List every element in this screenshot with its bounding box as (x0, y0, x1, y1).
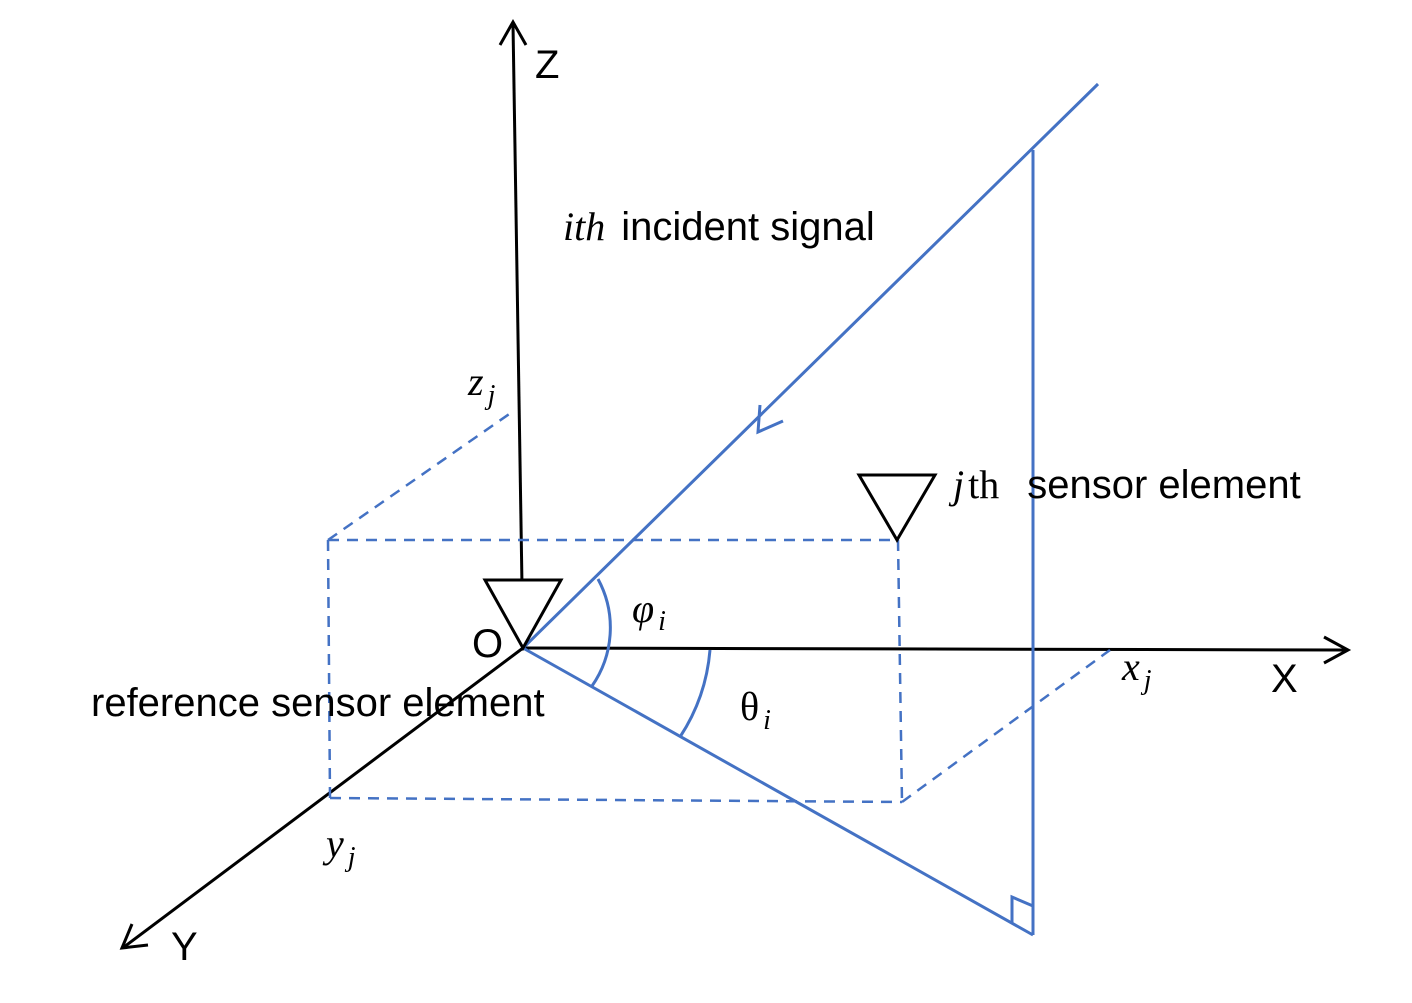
zj-subscript: j (485, 380, 496, 411)
x-axis (522, 646, 1347, 652)
phi-angle-arc (590, 578, 612, 687)
y-axis-arrowhead (119, 923, 149, 950)
jth-text: sensor element (1027, 463, 1300, 507)
projection-box (326, 408, 1111, 804)
y-axis-label: Y (171, 925, 198, 969)
projection-ray (522, 646, 1034, 937)
z-axis (511, 23, 525, 649)
z-axis-arrowhead (498, 18, 528, 46)
origin-label: O (472, 622, 503, 666)
jth-prefix: j (948, 462, 964, 507)
right-angle-marker (1010, 894, 1034, 924)
yj-symbol: y j (322, 821, 356, 873)
xj-glyph: x (1121, 644, 1140, 689)
jth-sensor-triangle (856, 473, 938, 543)
theta-angle-arc (678, 649, 712, 738)
signal-prefix: ith (563, 204, 605, 249)
y-axis (123, 646, 524, 949)
phi-subscript: i (658, 606, 666, 637)
theta-subscript: i (763, 705, 771, 736)
xj-subscript: j (1141, 665, 1152, 696)
dashed-bottom-edge (329, 796, 903, 804)
dashed-right-edge (896, 539, 904, 803)
z-axis-label: Z (535, 43, 559, 87)
reference-sensor-triangle (482, 578, 564, 652)
x-axis-label: X (1271, 657, 1298, 701)
yj-subscript: j (345, 842, 356, 873)
yj-glyph: y (322, 821, 344, 866)
jth-th: th (968, 462, 999, 507)
theta-symbol: θ i (740, 684, 771, 736)
dashed-left-edge (326, 539, 332, 799)
incident-signal-ray (521, 82, 1100, 650)
zj-symbol: z j (467, 359, 496, 411)
zj-glyph: z (467, 359, 484, 404)
incident-signal-label: ith incident signal (563, 204, 875, 249)
dashed-zj-diagonal (327, 408, 516, 542)
phi-symbol: φ i (632, 586, 666, 637)
phi-glyph: φ (632, 586, 654, 631)
jth-sensor-label: j th sensor element (948, 462, 1301, 507)
dashed-xj-diagonal (901, 648, 1111, 804)
theta-glyph: θ (740, 684, 759, 729)
signal-geometry (521, 82, 1100, 937)
signal-text: incident signal (621, 205, 875, 249)
incident-signal-arrowhead (756, 404, 784, 435)
x-axis-arrowhead (1323, 635, 1352, 665)
reference-sensor-label: reference sensor element (91, 681, 545, 725)
xj-symbol: x j (1121, 644, 1152, 696)
